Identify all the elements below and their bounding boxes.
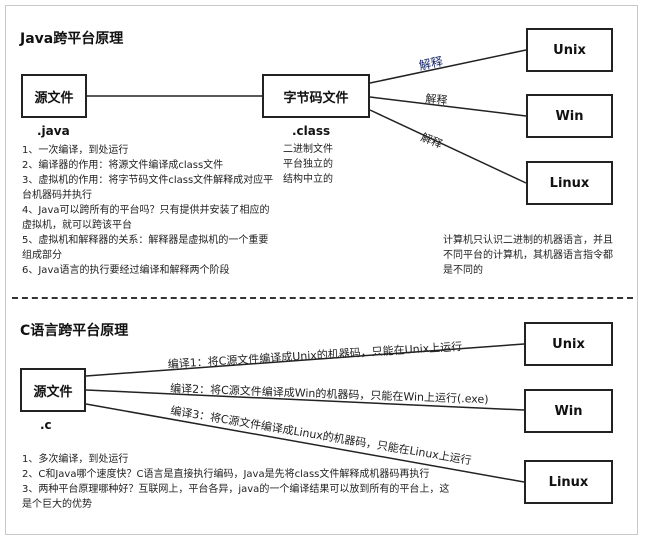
c-note: 1、多次编译，到处运行 <box>22 454 129 465</box>
machine-language-note: 计算机只认识二进制的机器语言，并且 不同平台的计算机，其机器语言指令都 是不同的 <box>443 233 613 278</box>
c-note: 3、两种平台原理哪种好？互联网上，平台各异，java的一个编译结果可以放到所有的… <box>22 484 450 495</box>
c-target-linux: Linux <box>524 460 613 504</box>
c-target-unix: Unix <box>524 322 613 366</box>
java-note: 5、虚拟机和解释器的关系：解释器是虚拟机的一个重要 <box>22 235 269 246</box>
section-divider <box>12 297 633 299</box>
edge-c-to-unix <box>85 343 525 377</box>
edge-label-c-win: 编译2：将C源文件编译成Win的机器码，只能在Win上运行(.exe) <box>170 381 489 406</box>
edge-label-linux: 解释 <box>419 130 445 151</box>
java-section-title: Java跨平台原理 <box>20 31 124 47</box>
java-target-unix: Unix <box>526 28 613 72</box>
c-target-win: Win <box>524 389 613 433</box>
java-notes: 1、一次编译，到处运行 2、编译器的作用：将源文件编译成class文件 3、虚拟… <box>22 143 273 278</box>
java-note: 4、Java可以跨所有的平台吗？只有提供并安装了相应的 <box>22 205 270 216</box>
java-source-ext: .java <box>37 124 70 138</box>
bytecode-desc-line: 结构中立的 <box>283 174 333 185</box>
edge-c-to-linux <box>85 403 525 483</box>
java-target-linux: Linux <box>526 161 613 205</box>
diagram-frame <box>5 5 638 535</box>
java-note: 组成部分 <box>22 250 62 261</box>
bytecode-ext: .class <box>292 124 331 138</box>
java-note: 2、编译器的作用：将源文件编译成class文件 <box>22 160 224 171</box>
java-note: 6、Java语言的执行要经过编译和解释两个阶段 <box>22 265 230 276</box>
edge-bytecode-to-linux <box>369 109 527 184</box>
bytecode-desc-line: 二进制文件 <box>283 144 333 155</box>
java-note: 3、虚拟机的作用：将字节码文件class文件解释成对应平 <box>22 175 274 186</box>
c-notes: 1、多次编译，到处运行 2、C和Java哪个速度快？C语言是直接执行编码，Jav… <box>22 452 449 512</box>
c-section-title: C语言跨平台原理 <box>20 323 129 339</box>
c-source-box: 源文件 <box>20 368 86 412</box>
edge-c-to-win <box>85 389 525 411</box>
java-note: 虚拟机，就可以跨该平台 <box>22 220 132 231</box>
edge-label-win: 解释 <box>425 91 448 107</box>
machine-note-line: 是不同的 <box>443 265 483 276</box>
java-target-win: Win <box>526 94 613 138</box>
c-note: 2、C和Java哪个速度快？C语言是直接执行编码，Java是先将class文件解… <box>22 469 430 480</box>
java-note: 1、一次编译，到处运行 <box>22 145 129 156</box>
edge-label-c-unix: 编译1：将C源文件编译成Unix的机器码，只能在Unix上运行 <box>167 339 462 371</box>
bytecode-desc-line: 平台独立的 <box>283 159 333 170</box>
machine-note-line: 不同平台的计算机，其机器语言指令都 <box>443 250 613 261</box>
bytecode-description: 二进制文件 平台独立的 结构中立的 <box>283 142 333 187</box>
machine-note-line: 计算机只认识二进制的机器语言，并且 <box>443 235 613 246</box>
c-source-ext: .c <box>40 418 52 432</box>
bytecode-box: 字节码文件 <box>262 74 370 118</box>
edge-bytecode-to-unix <box>369 49 527 84</box>
java-source-box: 源文件 <box>21 74 87 118</box>
java-note: 台机器码并执行 <box>22 190 92 201</box>
c-note: 是个巨大的优势 <box>22 499 92 510</box>
edge-bytecode-to-win <box>369 96 527 117</box>
edge-label-unix: 解释 <box>418 54 444 73</box>
